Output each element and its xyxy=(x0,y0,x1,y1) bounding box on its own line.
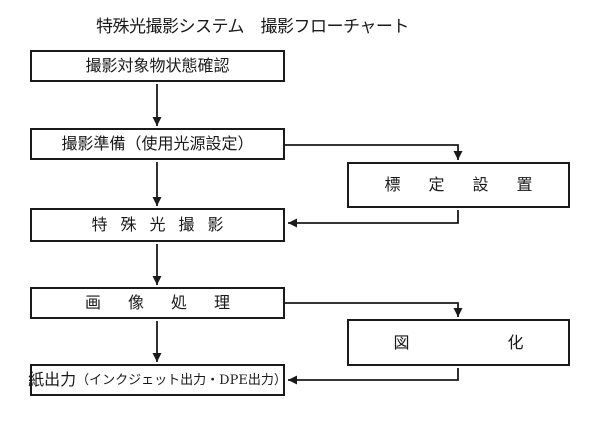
flow-box-subject-state-check: 撮影対象物状態確認 xyxy=(30,50,285,82)
flow-box-mapping: 図化 xyxy=(347,319,570,366)
flow-box-paper-output: 紙出力（インクジェット出力・DPE出力） xyxy=(28,364,287,396)
flow-box-label: 特殊光撮影 xyxy=(91,215,237,234)
flow-box-label-detail: （インクジェット出力・DPE出力） xyxy=(76,372,287,388)
flow-box-calibration-setup: 標定設置 xyxy=(347,162,570,208)
arrow-calibration-to-step3 xyxy=(288,210,459,228)
flow-box-shooting-preparation: 撮影準備（使用光源設定） xyxy=(30,128,285,160)
arrow-step4-to-mapping xyxy=(285,302,463,317)
flow-box-label: 画像処理 xyxy=(84,293,257,312)
arrow-mapping-to-step5 xyxy=(288,368,459,385)
flow-box-label-main: 紙出力 xyxy=(28,370,77,389)
flow-box-label: 撮影準備（使用光源設定） xyxy=(61,134,254,153)
flow-box-label: 図化 xyxy=(393,332,600,352)
flow-box-label: 標定設置 xyxy=(384,175,561,194)
flow-box-image-processing: 画像処理 xyxy=(30,287,285,319)
flow-box-label: 撮影対象物状態確認 xyxy=(85,56,230,75)
arrow-step2-to-calibration xyxy=(285,144,463,160)
diagram-title: 特殊光撮影システム 撮影フローチャート xyxy=(96,17,409,37)
flow-box-special-light-shooting: 特殊光撮影 xyxy=(30,208,285,242)
